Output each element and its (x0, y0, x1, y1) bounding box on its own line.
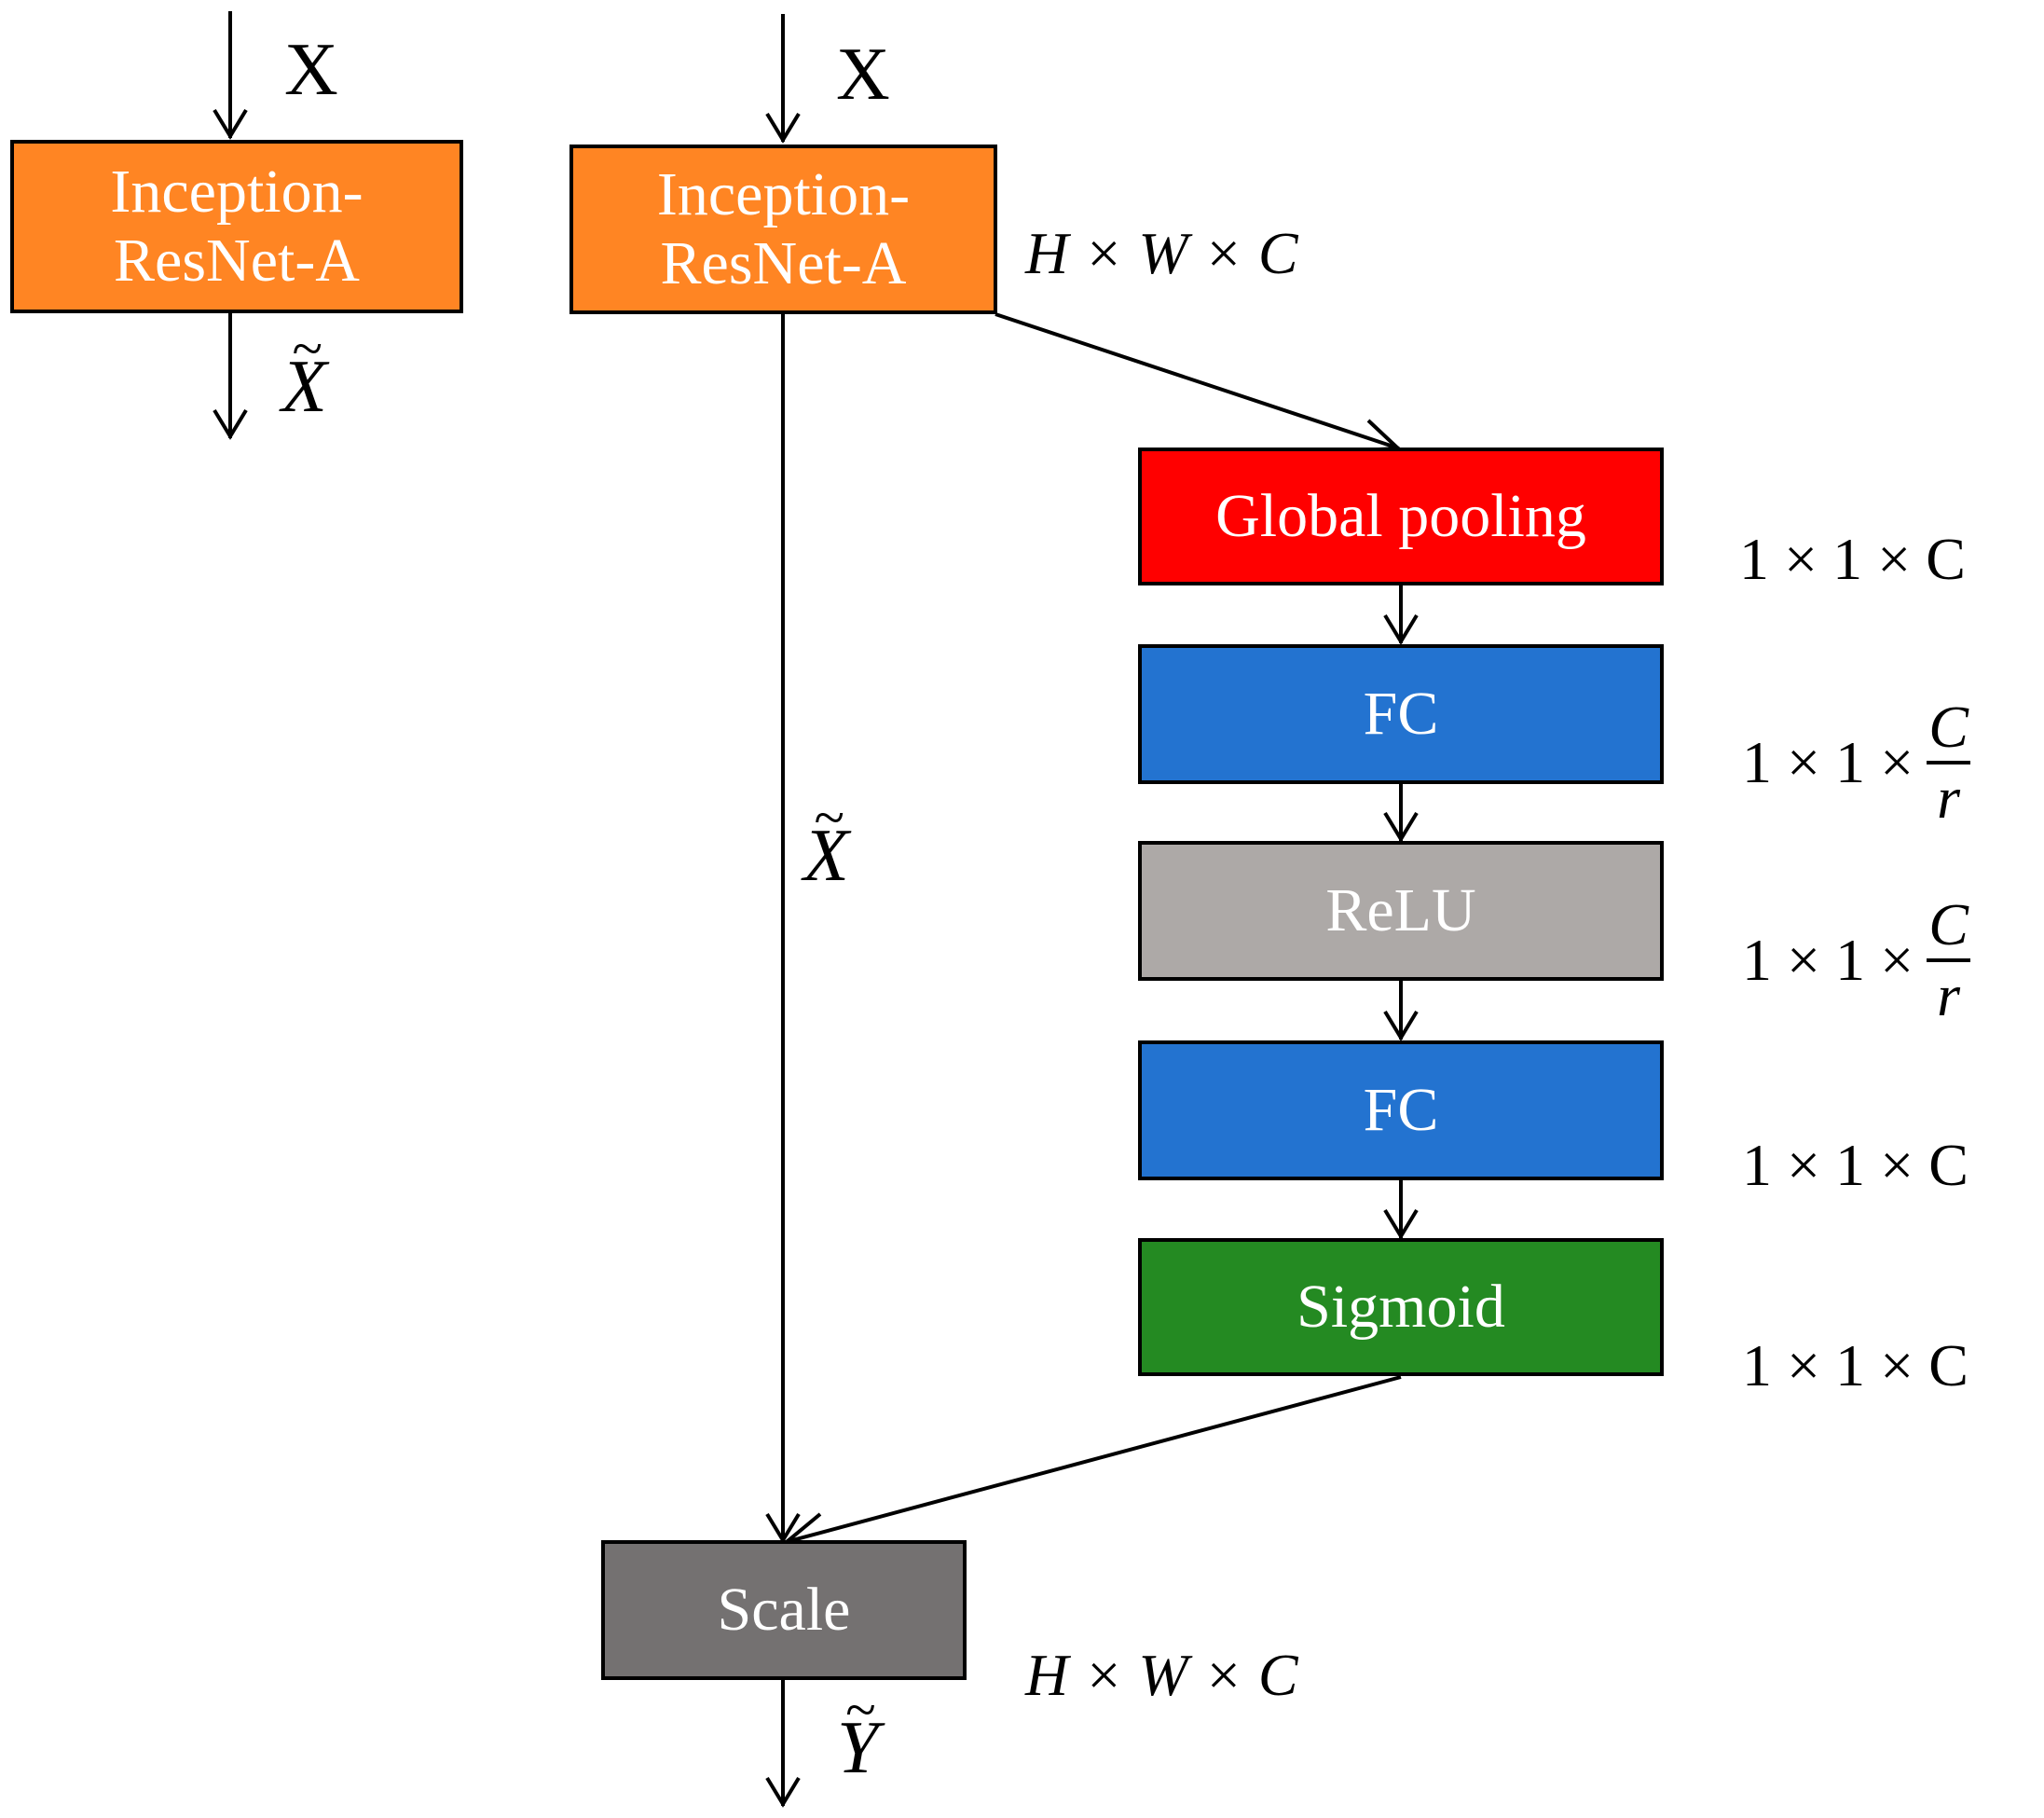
relu-label: ReLU (1325, 876, 1476, 945)
left-output-symbol: X (281, 345, 327, 430)
main-block-line1: Inception- (656, 160, 911, 229)
global-pooling-block: Global pooling (1138, 448, 1664, 585)
relu-block: ReLU (1138, 841, 1664, 981)
fc-to-relu-arrow (1383, 784, 1419, 843)
fc-1-dimension: 1 × 1 × C r (1742, 697, 1970, 828)
skip-connection-arrow (765, 313, 801, 1544)
scale-label: Scale (717, 1576, 851, 1645)
scale-output-arrow (765, 1680, 801, 1808)
fc-1-dim-text: 1 × 1 × (1742, 729, 1914, 795)
fc-1-numerator: C (1927, 697, 1970, 764)
left-input-label: X (284, 29, 338, 111)
skip-symbol: X (803, 814, 849, 899)
global-pooling-dimension: 1 × 1 × C (1739, 525, 1966, 594)
relu-fraction: C r (1927, 895, 1970, 1026)
main-block-line2: ResNet-A (660, 229, 907, 297)
main-output-dimension: H × W × C (1025, 220, 1298, 286)
main-input-label: X (836, 34, 890, 116)
left-block-line1: Inception- (110, 158, 364, 227)
left-block-line2: ResNet-A (114, 227, 360, 295)
fc-1-fraction: C r (1927, 697, 1970, 828)
left-output-label: X (281, 345, 327, 430)
relu-to-fc-arrow (1383, 981, 1419, 1041)
sigmoid-dim-text: 1 × 1 × C (1742, 1332, 1969, 1398)
fc-2-block: FC (1138, 1040, 1664, 1180)
global-pooling-label: Global pooling (1215, 482, 1586, 551)
scale-block: Scale (601, 1540, 967, 1680)
scale-dimension: H × W × C (1025, 1642, 1298, 1708)
fc-2-label: FC (1363, 1076, 1439, 1145)
fc-to-sigmoid-arrow (1383, 1180, 1419, 1240)
left-output-arrow (213, 313, 248, 440)
sigmoid-dimension: 1 × 1 × C (1742, 1331, 1969, 1400)
left-inception-resnet-a-block: Inception- ResNet-A (10, 140, 463, 313)
fc-1-label: FC (1363, 680, 1439, 749)
pooling-to-fc-arrow (1383, 585, 1419, 645)
main-input-arrow (765, 14, 801, 144)
left-input-arrow (213, 11, 248, 140)
relu-dim-text: 1 × 1 × (1742, 927, 1914, 993)
global-pooling-dim-text: 1 × 1 × C (1739, 526, 1966, 592)
sigmoid-to-scale-arrow (783, 1375, 1402, 1549)
relu-dimension: 1 × 1 × C r (1742, 895, 1970, 1026)
fc-1-block: FC (1138, 644, 1664, 784)
fc-2-dimension: 1 × 1 × C (1742, 1131, 1969, 1200)
fc-2-dim-text: 1 × 1 × C (1742, 1132, 1969, 1198)
scale-output-symbol: Y (837, 1706, 879, 1791)
relu-denominator: r (1937, 962, 1960, 1028)
relu-numerator: C (1927, 895, 1970, 962)
to-global-pooling-arrow (995, 312, 1403, 452)
sigmoid-label: Sigmoid (1296, 1273, 1505, 1342)
fc-1-denominator: r (1937, 764, 1960, 831)
scale-output-label: Y (837, 1706, 879, 1791)
main-inception-resnet-a-block: Inception- ResNet-A (569, 145, 997, 314)
skip-connection-label: X (803, 814, 849, 899)
sigmoid-block: Sigmoid (1138, 1238, 1664, 1376)
